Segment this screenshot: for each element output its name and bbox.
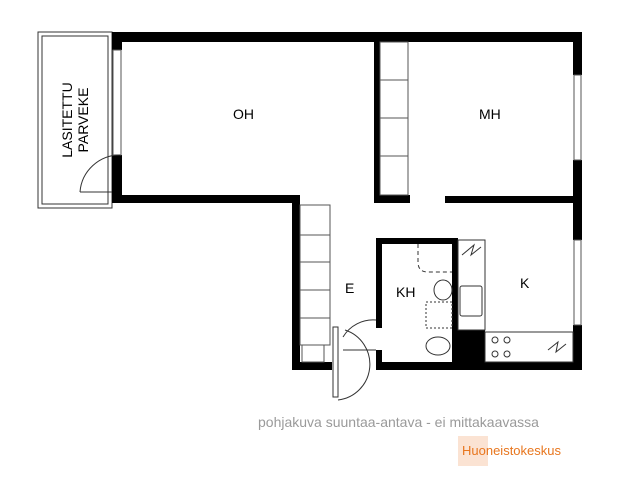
- doors: [79, 154, 377, 401]
- brand-logo-mark: [458, 436, 488, 466]
- balcony-label: LASITETTU PARVEKE: [59, 82, 91, 157]
- room-label-mh: MH: [479, 106, 501, 122]
- room-label-k: K: [520, 275, 530, 291]
- room-label-kh: KH: [396, 284, 416, 300]
- balcony-label-line2: PARVEKE: [75, 87, 91, 153]
- balcony-label-line1: LASITETTU: [59, 82, 75, 158]
- bathroom-fixtures: [417, 244, 453, 356]
- closets: [299, 41, 409, 363]
- room-label-oh: OH: [233, 106, 254, 122]
- room-label-e: E: [345, 280, 355, 296]
- brand-logo-text: Huoneistokeskus: [462, 443, 561, 458]
- kitchen-fixtures: [457, 239, 574, 363]
- disclaimer-caption: pohjakuva suuntaa-antava - ei mittakaava…: [258, 414, 539, 430]
- walls: [112, 32, 582, 370]
- balcony: [37, 31, 113, 209]
